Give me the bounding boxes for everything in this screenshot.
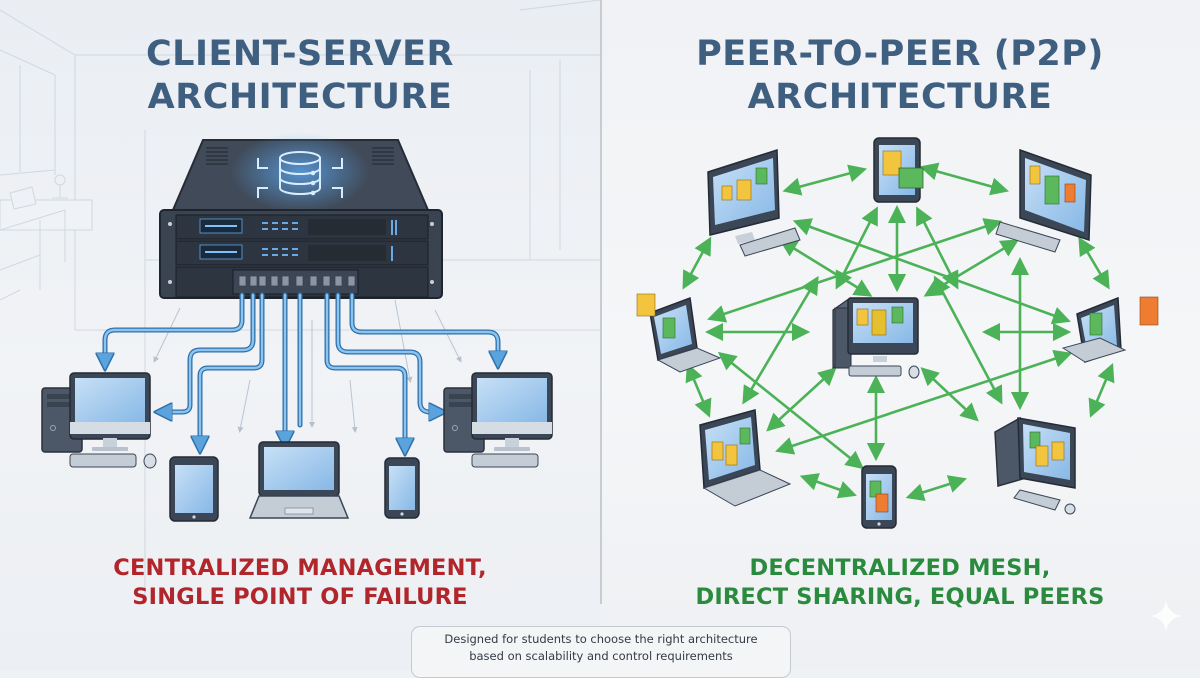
- peer-desktop-bottom-right: [994, 416, 1076, 515]
- p2p-mesh-diagram: [636, 137, 1159, 529]
- panel-divider: [600, 0, 602, 604]
- title-line-1: CLIENT-SERVER: [146, 34, 454, 74]
- cables: [105, 293, 498, 447]
- title-line-1: PEER-TO-PEER (P2P): [696, 34, 1104, 74]
- peer-laptop-bottom-left: [699, 409, 792, 507]
- client-desktop-right: [443, 372, 553, 468]
- p2p-title: PEER-TO-PEER (P2P) ARCHITECTURE: [640, 33, 1160, 119]
- peer-monitor-top-left: [707, 148, 801, 257]
- client-laptop: [248, 441, 350, 519]
- peer-desktop-center: [832, 296, 920, 379]
- peer-smartphone-bottom: [861, 465, 897, 529]
- port-plugs: [238, 275, 356, 287]
- peer-laptop-right: [1061, 296, 1159, 363]
- caption-line-2: DIRECT SHARING, EQUAL PEERS: [695, 584, 1105, 610]
- client-server-title: CLIENT-SERVER ARCHITECTURE: [60, 33, 540, 119]
- footer-note: Designed for students to choose the righ…: [411, 626, 791, 678]
- server-rack: [159, 132, 443, 299]
- client-desktop-left: [41, 372, 157, 469]
- title-line-2: ARCHITECTURE: [147, 77, 453, 117]
- footer-line-2: based on scalability and control require…: [469, 649, 733, 663]
- caption-line-1: CENTRALIZED MANAGEMENT,: [113, 555, 487, 581]
- guide-lines: [153, 299, 462, 433]
- sparkle-icon: [1150, 600, 1182, 632]
- database-icon: [257, 151, 343, 198]
- peer-laptop-left: [636, 293, 722, 373]
- p2p-caption: DECENTRALIZED MESH, DIRECT SHARING, EQUA…: [640, 554, 1160, 612]
- client-tablet: [169, 456, 219, 522]
- peer-monitor-top-right: [995, 148, 1092, 253]
- footer-line-1: Designed for students to choose the righ…: [444, 632, 758, 646]
- title-line-2: ARCHITECTURE: [747, 77, 1053, 117]
- client-server-diagram: [41, 132, 553, 522]
- peer-tablet-top: [873, 137, 924, 203]
- mesh-links: [682, 162, 1115, 502]
- client-server-caption: CENTRALIZED MANAGEMENT, SINGLE POINT OF …: [40, 554, 560, 612]
- client-smartphone: [384, 457, 420, 519]
- caption-line-2: SINGLE POINT OF FAILURE: [132, 584, 468, 610]
- caption-line-1: DECENTRALIZED MESH,: [749, 555, 1051, 581]
